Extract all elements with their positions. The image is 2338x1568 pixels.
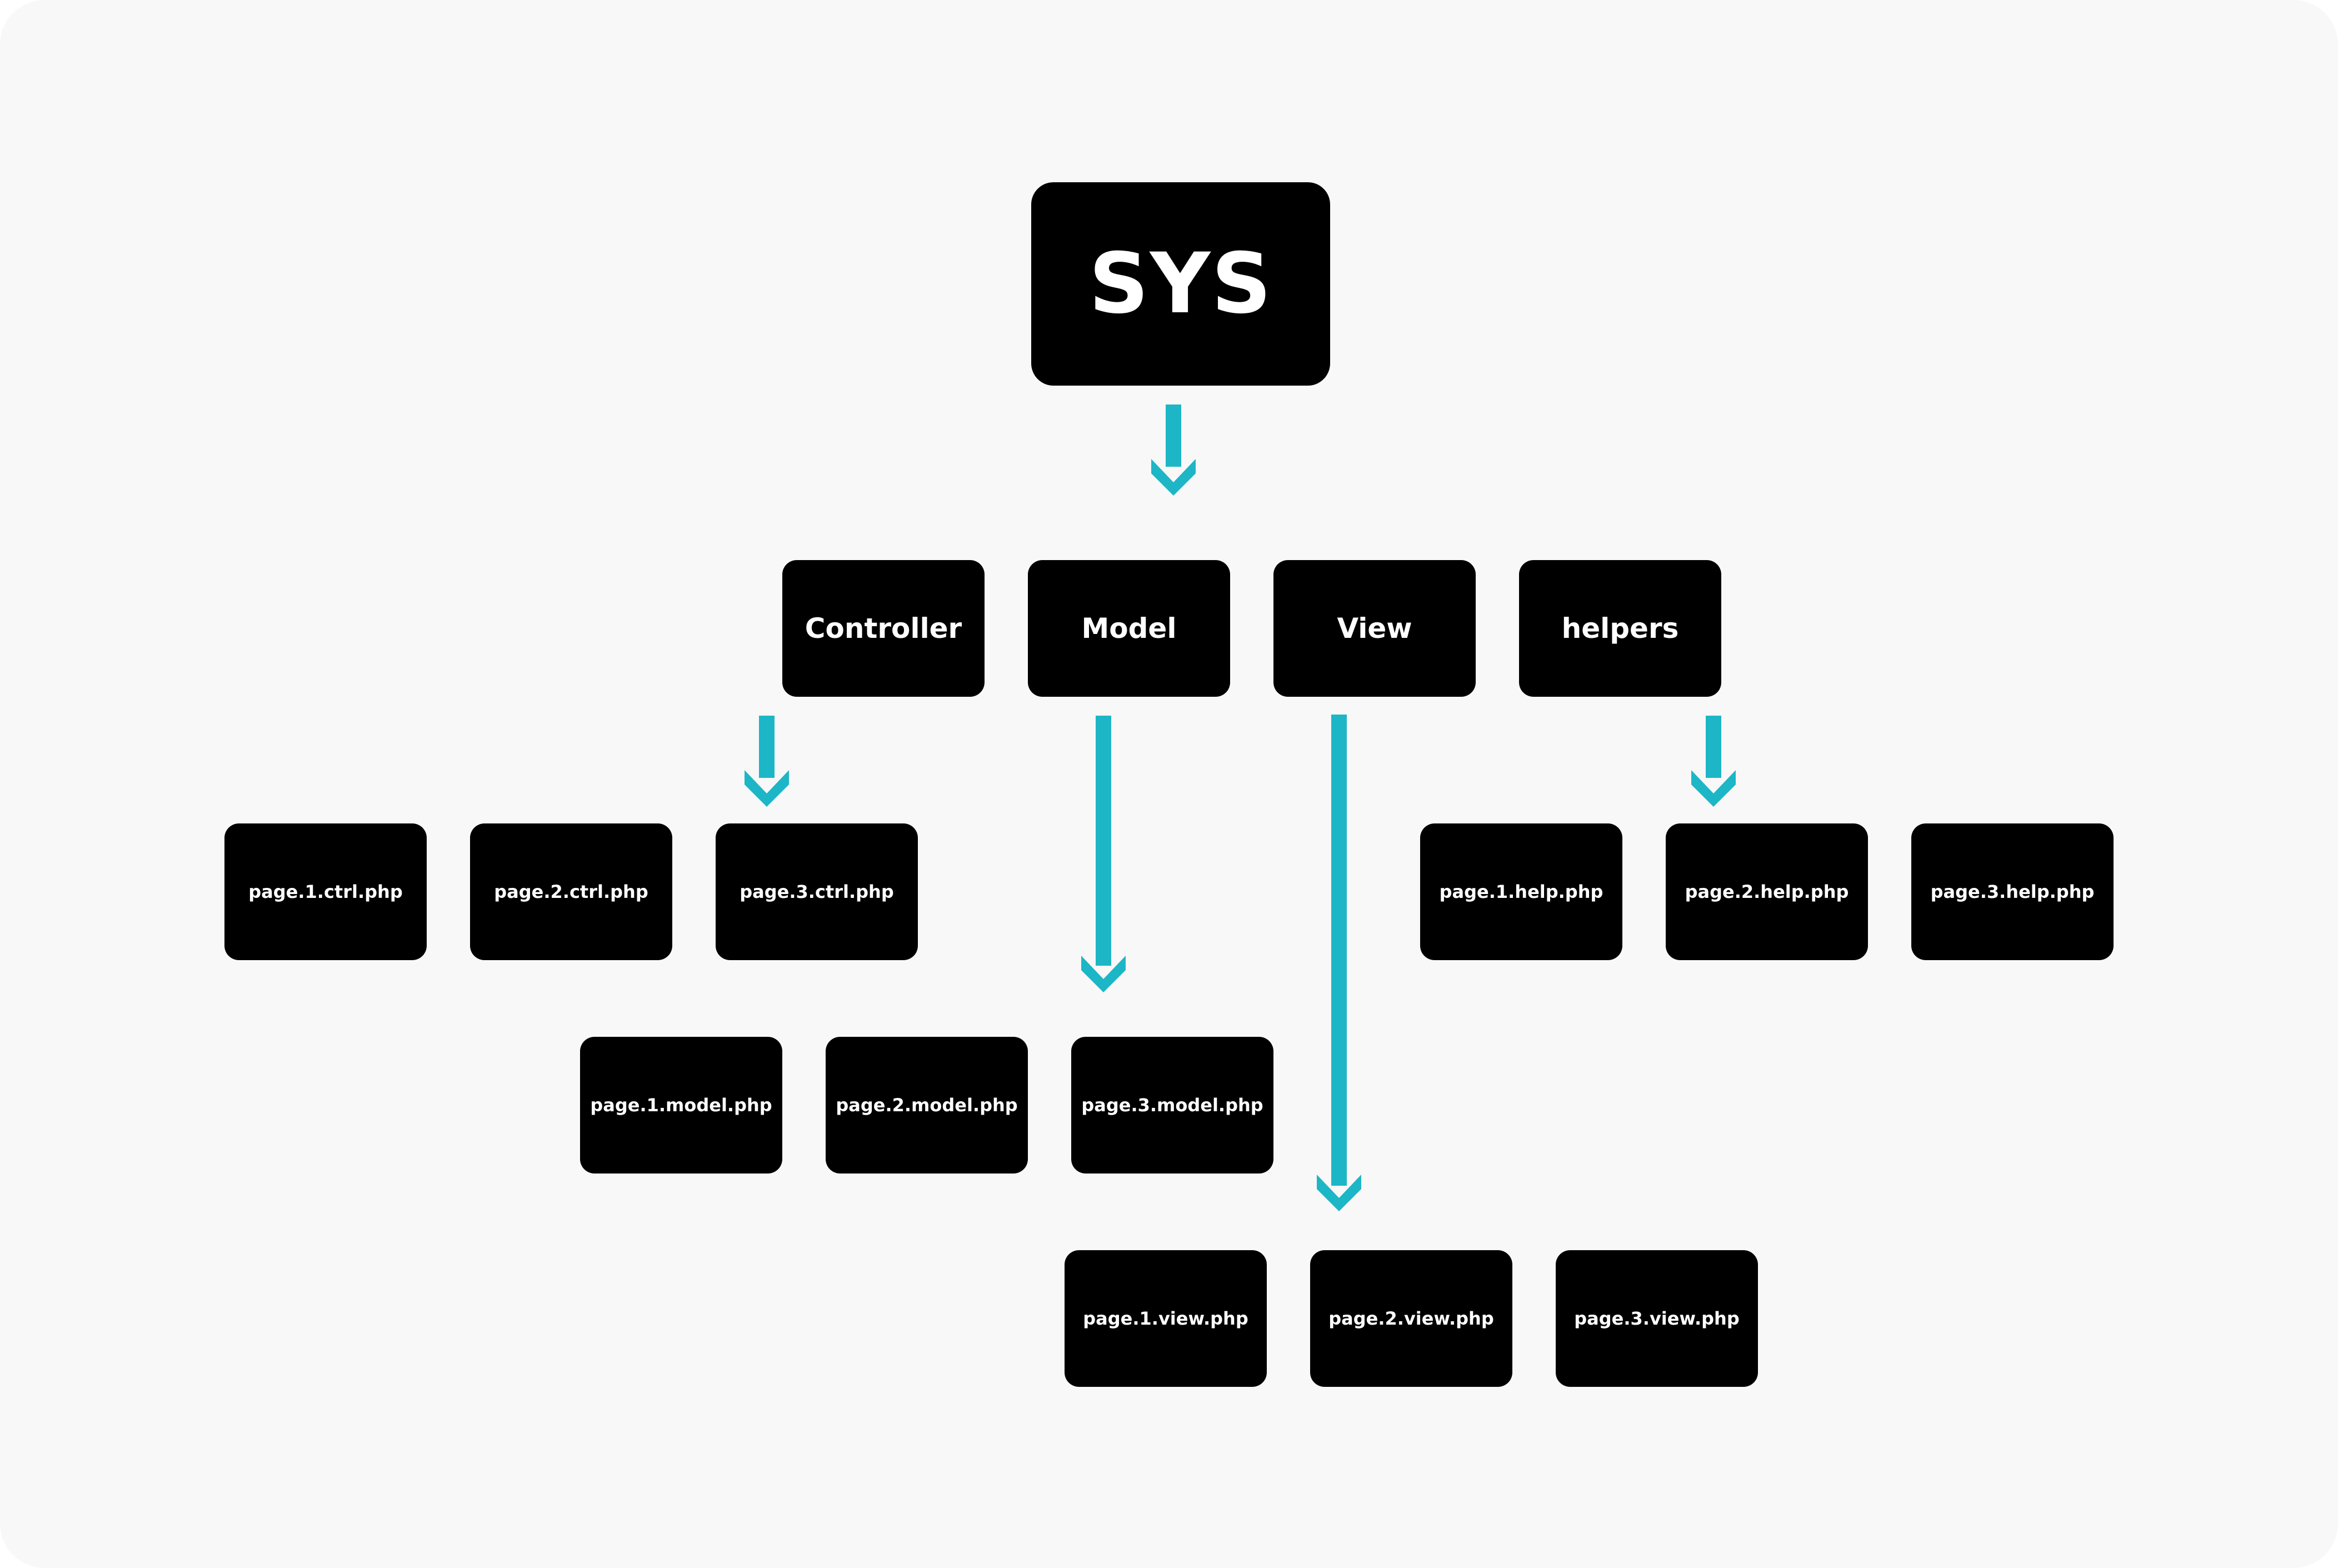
node-model: Model <box>1028 560 1230 697</box>
file-node-model-2: page.2.model.php <box>826 1037 1028 1173</box>
file-node-model-1: page.1.model.php <box>580 1037 782 1173</box>
file-node-view-2: page.2.view.php <box>1310 1250 1512 1387</box>
file-node-model-3: page.3.model.php <box>1071 1037 1273 1173</box>
file-node-help-2: page.2.help.php <box>1666 823 1868 960</box>
node-controller: Controller <box>782 560 985 697</box>
arrow-model-to-model-files <box>1081 716 1126 992</box>
file-node-help-1: page.1.help.php <box>1420 823 1622 960</box>
root-node-sys: SYS <box>1031 182 1330 386</box>
file-node-view-1: page.1.view.php <box>1065 1250 1267 1387</box>
node-view: View <box>1273 560 1476 697</box>
file-node-ctrl-2: page.2.ctrl.php <box>470 823 672 960</box>
arrow-helpers-to-help-files <box>1691 716 1736 807</box>
file-node-view-3: page.3.view.php <box>1556 1250 1758 1387</box>
file-node-ctrl-1: page.1.ctrl.php <box>224 823 427 960</box>
file-node-help-3: page.3.help.php <box>1911 823 2114 960</box>
arrow-sys-to-layers <box>1151 405 1196 496</box>
arrow-controller-to-ctrl-files <box>745 716 789 807</box>
file-node-ctrl-3: page.3.ctrl.php <box>716 823 918 960</box>
node-helpers: helpers <box>1519 560 1721 697</box>
arrow-view-to-view-files <box>1317 715 1361 1211</box>
